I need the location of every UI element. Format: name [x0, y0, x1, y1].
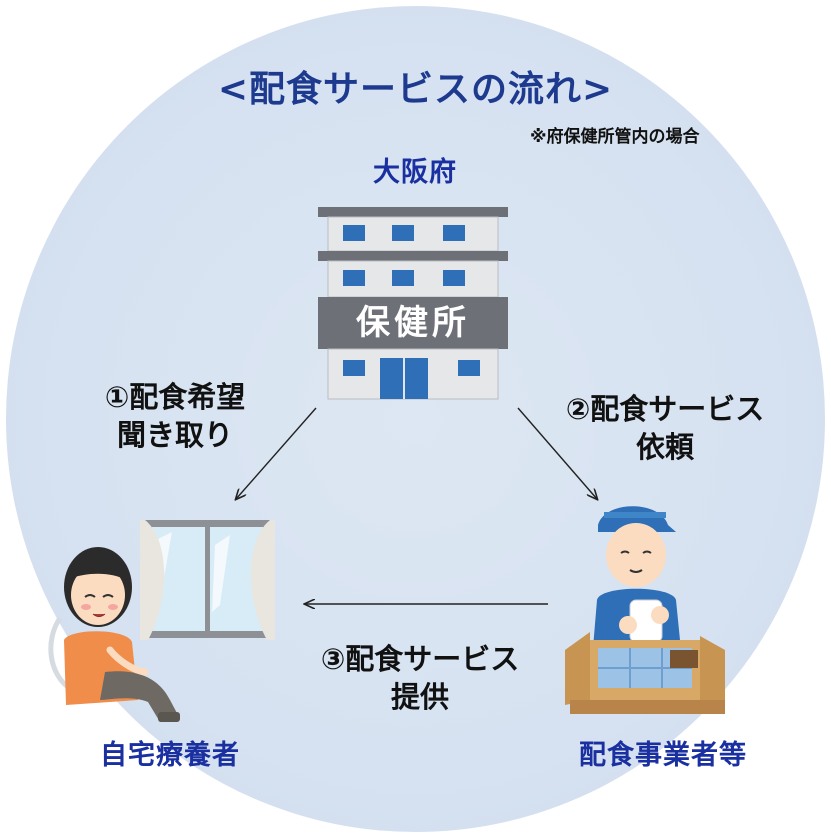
- arrow-health-center-to-provider: [517, 407, 597, 499]
- patient-icon: [48, 547, 180, 722]
- step-2-label: ②配食サービス 依頼: [540, 390, 790, 467]
- step-1-line2: 聞き取り: [116, 418, 233, 453]
- step-2-line2: 依頼: [635, 430, 694, 465]
- step-1-line1: ①配食希望: [104, 380, 246, 414]
- delivery-worker-icon: [565, 506, 725, 714]
- node-label-provider: 配食事業者等: [579, 740, 747, 771]
- step-1-label: ①配食希望 聞き取り: [60, 378, 290, 455]
- page-title: <配食サービスの流れ>: [217, 69, 614, 110]
- scope-note: ※府保健所管内の場合: [530, 127, 700, 147]
- step-2-line1: ②配食サービス: [565, 392, 765, 426]
- node-label-prefecture: 大阪府: [373, 157, 457, 188]
- step-3-line2: 提供: [390, 680, 449, 715]
- health-center-sign: 保健所: [356, 303, 470, 343]
- node-label-patient: 自宅療養者: [100, 740, 240, 771]
- window-icon: [140, 520, 275, 640]
- step-3-line1: ③配食サービス: [320, 642, 520, 676]
- step-3-label: ③配食サービス 提供: [290, 640, 550, 717]
- health-center-building-icon: [318, 207, 508, 400]
- arrow-health-center-to-patient: [236, 407, 317, 499]
